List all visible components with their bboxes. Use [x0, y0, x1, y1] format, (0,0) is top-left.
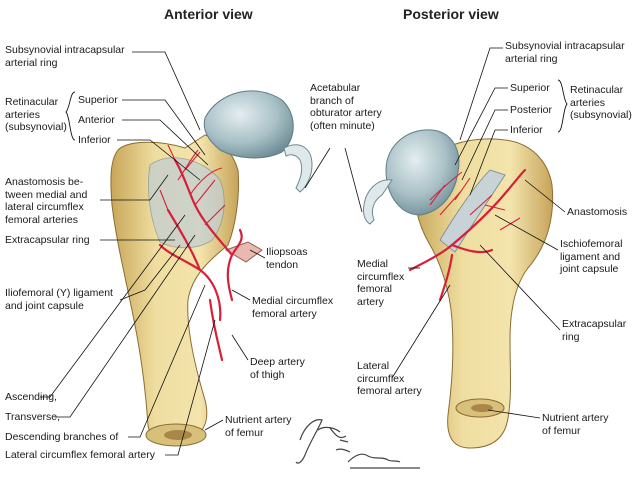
label-lateral-circumflex-posterior: Lateral circumflex femoral artery — [357, 360, 422, 397]
posterior-view-title: Posterior view — [403, 6, 499, 22]
label-nutrient-artery-posterior: Nutrient artery of femur — [542, 412, 609, 437]
label-acetabular-branch: Acetabular branch of obturator artery (o… — [310, 82, 382, 132]
label-transverse: Transverse, — [5, 411, 61, 423]
label-iliofemoral-ligament: Iliofemoral (Y) ligament and joint capsu… — [5, 287, 113, 312]
label-deep-artery-thigh: Deep artery of thigh — [250, 356, 305, 381]
label-posterior: Posterior — [510, 104, 553, 116]
label-retinacular-posterior: Retinacular arteries (subsynovial) — [570, 84, 632, 121]
label-iliopsoas-tendon: Iliopsoas tendon — [266, 246, 308, 271]
label-retinacular-anterior: Retinacular arteries (subsynovial) — [5, 96, 67, 133]
label-descending: Descending branches of — [5, 431, 119, 443]
label-superior-anterior: Superior — [78, 94, 118, 106]
label-inferior-anterior: Inferior — [78, 134, 111, 146]
label-extracapsular-ring-anterior: Extracapsular ring — [5, 234, 90, 246]
label-anterior: Anterior — [78, 114, 115, 126]
anterior-view-title: Anterior view — [164, 6, 253, 22]
label-nutrient-artery-anterior: Nutrient artery of femur — [225, 414, 292, 439]
label-inferior-posterior: Inferior — [510, 124, 543, 136]
label-lateral-circumflex-anterior: Lateral circumflex femoral artery — [5, 449, 155, 461]
label-ischiofemoral-ligament: Ischiofemoral ligament and joint capsule — [560, 238, 623, 275]
label-medial-circumflex-anterior: Medial circumflex femoral artery — [252, 295, 334, 320]
label-anastomosis-posterior: Anastomosis — [567, 206, 628, 218]
leader-lines — [40, 47, 566, 456]
label-superior-posterior: Superior — [510, 82, 550, 94]
label-extracapsular-ring-posterior: Extracapsular ring — [562, 318, 627, 343]
label-ascending: Ascending, — [5, 391, 57, 403]
label-subsynovial-ring-posterior: Subsynovial intracapsular arterial ring — [505, 40, 625, 65]
label-subsynovial-ring-anterior: Subsynovial intracapsular arterial ring — [5, 44, 125, 69]
label-anastomosis-anterior: Anastomosis be- tween medial and lateral… — [5, 176, 88, 226]
anterior-femur — [110, 90, 313, 447]
posterior-femur — [363, 129, 554, 449]
label-medial-circumflex-posterior: Medial circumflex femoral artery — [357, 258, 405, 308]
